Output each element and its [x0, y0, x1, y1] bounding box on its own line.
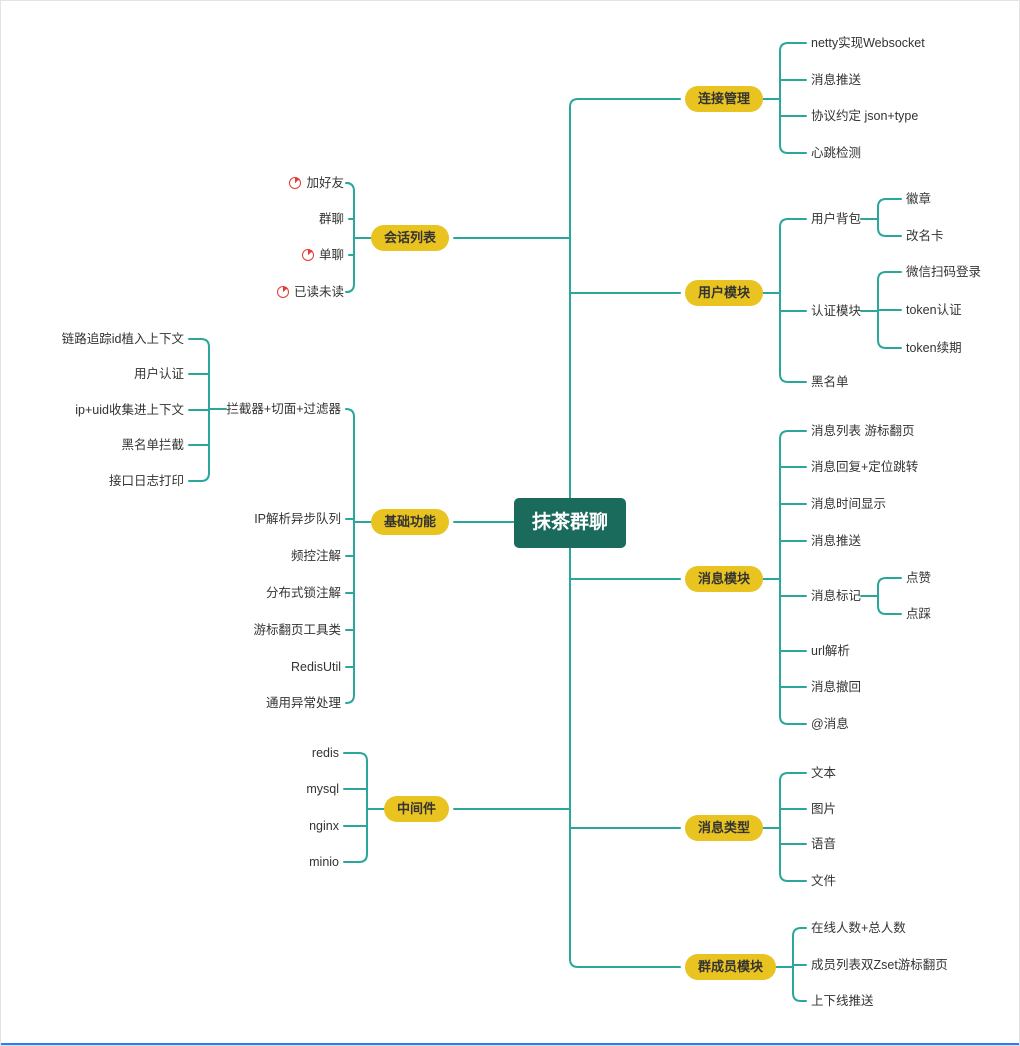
topic-redis-util[interactable]: RedisUtil [290, 660, 341, 674]
topic-message-recall[interactable]: 消息撤回 [811, 680, 862, 694]
topic-online-offline-push[interactable]: 上下线推送 [811, 994, 874, 1008]
topic-token-renewal[interactable]: token续期 [906, 341, 962, 355]
topic-message-reply-jump[interactable]: 消息回复+定位跳转 [811, 460, 919, 474]
topic-like[interactable]: 点赞 [906, 571, 932, 585]
topic-minio[interactable]: minio [309, 855, 339, 869]
topic-image[interactable]: 图片 [811, 802, 837, 816]
topic-message-list-cursor-page[interactable]: 消息列表 游标翻页 [811, 424, 915, 438]
topic-rename-card[interactable]: 改名卡 [906, 229, 944, 243]
topic-cursor-page-util[interactable]: 游标翻页工具类 [253, 623, 341, 637]
topic-rate-limit-annotation[interactable]: 频控注解 [290, 549, 341, 563]
topic-mysql[interactable]: mysql [306, 782, 339, 796]
topic-user-auth[interactable]: 用户认证 [133, 367, 184, 381]
topic-label: 单聊 [318, 248, 344, 262]
topic-api-log-print[interactable]: 接口日志打印 [108, 474, 184, 488]
topic-redis[interactable]: redis [311, 746, 339, 760]
topic-badge[interactable]: 徽章 [906, 192, 932, 206]
topic-message-push[interactable]: 消息推送 [811, 73, 862, 87]
topic-token-auth[interactable]: token认证 [906, 303, 962, 317]
topic-trace-id-context[interactable]: 链路追踪id植入上下文 [61, 332, 184, 346]
branch-session-list[interactable]: 会话列表 [370, 225, 449, 251]
topic-blacklist-intercept[interactable]: 黑名单拦截 [121, 438, 184, 452]
topic-blacklist[interactable]: 黑名单 [811, 375, 849, 389]
topic-nginx[interactable]: nginx [309, 819, 339, 833]
branch-message-module[interactable]: 消息模块 [685, 566, 764, 592]
topic-voice[interactable]: 语音 [811, 837, 837, 851]
topic-label: 已读未读 [293, 285, 344, 299]
branch-basic-features[interactable]: 基础功能 [370, 509, 449, 535]
topic-auth-module[interactable]: 认证模块 [811, 304, 862, 318]
topic-read-unread[interactable]: 已读未读 [276, 284, 344, 300]
topic-file[interactable]: 文件 [811, 874, 837, 888]
topic-at-message[interactable]: @消息 [811, 717, 849, 731]
topic-protocol-json-type[interactable]: 协议约定 json+type [811, 109, 919, 123]
window-bottom-edge [1, 1043, 1019, 1045]
topic-distributed-lock-annotation[interactable]: 分布式锁注解 [265, 586, 341, 600]
topic-common-exception-handling[interactable]: 通用异常处理 [265, 696, 341, 710]
progress-icon [301, 249, 314, 261]
progress-icon [276, 286, 289, 298]
topic-message-push-2[interactable]: 消息推送 [811, 534, 862, 548]
topic-online-total-count[interactable]: 在线人数+总人数 [811, 921, 906, 935]
topic-member-list-zset-cursor[interactable]: 成员列表双Zset游标翻页 [811, 958, 948, 972]
progress-icon [289, 177, 302, 189]
topic-ip-uid-context[interactable]: ip+uid收集进上下文 [75, 403, 184, 417]
root-topic[interactable]: 抹茶群聊 [514, 498, 627, 548]
topic-user-backpack[interactable]: 用户背包 [811, 212, 862, 226]
topic-ip-parse-async-queue[interactable]: IP解析异步队列 [254, 512, 341, 526]
topic-heartbeat-check[interactable]: 心跳检测 [811, 146, 862, 160]
topic-message-time-display[interactable]: 消息时间显示 [811, 497, 887, 511]
topic-dislike[interactable]: 点踩 [906, 607, 932, 621]
branch-middleware[interactable]: 中间件 [383, 796, 449, 822]
topic-add-friend[interactable]: 加好友 [289, 175, 344, 191]
branch-connection-management[interactable]: 连接管理 [685, 86, 764, 112]
topic-netty-websocket[interactable]: netty实现Websocket [811, 36, 925, 50]
topic-label: 加好友 [306, 176, 344, 190]
topic-single-chat[interactable]: 单聊 [301, 247, 344, 263]
topic-url-parse[interactable]: url解析 [811, 644, 850, 658]
topic-message-mark[interactable]: 消息标记 [811, 589, 862, 603]
branch-message-type[interactable]: 消息类型 [685, 815, 764, 841]
topic-text[interactable]: 文本 [811, 766, 837, 780]
topic-group-chat[interactable]: 群聊 [318, 212, 344, 226]
branch-user-module[interactable]: 用户模块 [685, 280, 764, 306]
branch-group-member-module[interactable]: 群成员模块 [685, 954, 777, 980]
topic-interceptor-aspect-filter[interactable]: 拦截器+切面+过滤器 [226, 402, 341, 416]
topic-wechat-qr-login[interactable]: 微信扫码登录 [906, 265, 982, 279]
